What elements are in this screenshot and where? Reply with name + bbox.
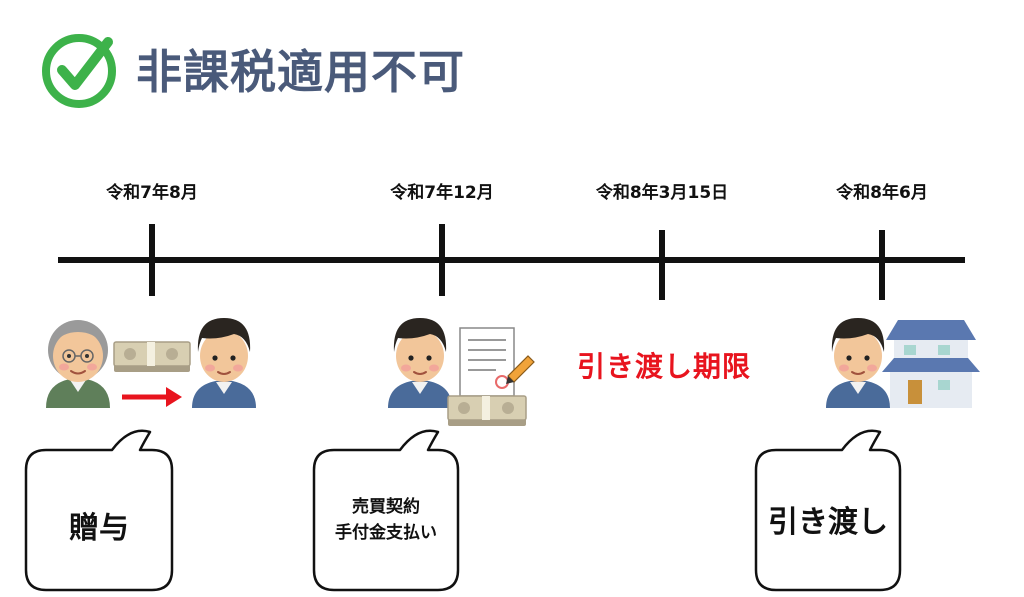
bubble-gift-text: 贈与 (69, 511, 129, 546)
money-bundle-icon (447, 395, 527, 426)
timeline-date: 令和8年6月 (836, 183, 928, 203)
timeline-date: 令和8年3月15日 (595, 183, 729, 203)
bubble-contract-line: 手付金支払い (335, 523, 437, 543)
contract-document-icon (459, 327, 535, 397)
bubble-contract-line: 売買契約 (352, 497, 420, 517)
bubble-handover-text: 引き渡し (768, 505, 888, 540)
timeline-date: 令和7年8月 (106, 183, 198, 203)
timeline-date: 令和7年12月 (390, 183, 494, 203)
check-circle-icon (42, 34, 116, 108)
page-title: 非課税適用不可 (136, 45, 465, 99)
arrow-right-icon (122, 387, 182, 407)
person-icon (826, 318, 890, 408)
deadline-label: 引き渡し期限 (577, 350, 752, 383)
elderly-person-icon (46, 320, 110, 408)
person-icon (192, 318, 256, 408)
house-icon (882, 320, 980, 408)
person-icon (388, 318, 452, 408)
money-bundle-icon (113, 341, 191, 372)
bubble-contract-text: 売買契約 手付金支払い (314, 494, 458, 546)
